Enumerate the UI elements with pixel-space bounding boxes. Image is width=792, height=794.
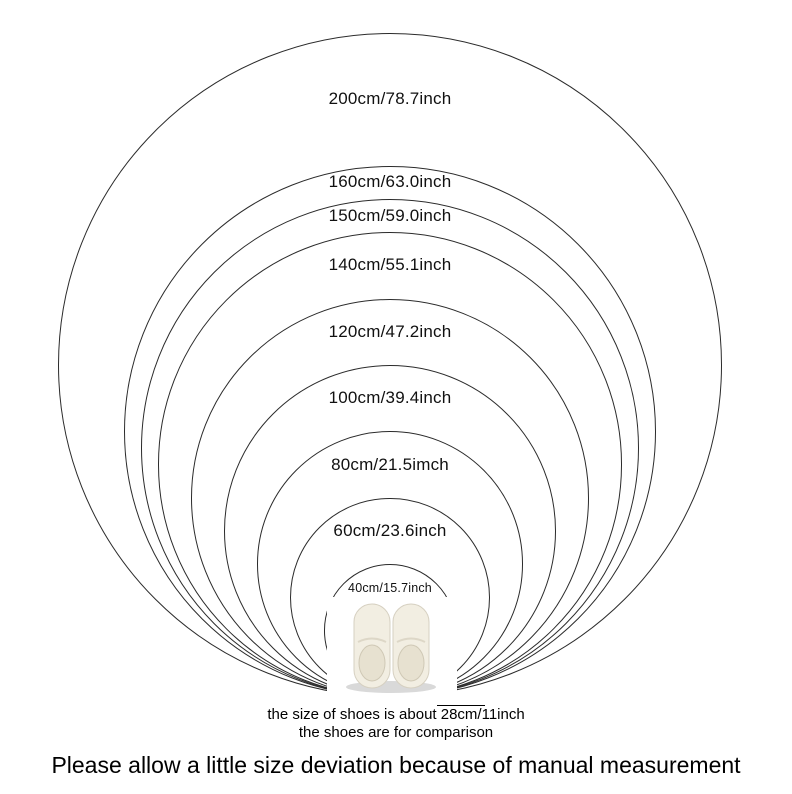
shoe-measure-line (437, 705, 485, 706)
slippers-image (327, 597, 457, 697)
size-label-60cm: 60cm/23.6inch (333, 521, 447, 540)
size-label-80cm: 80cm/21.5imch (331, 454, 449, 474)
size-label-120cm: 120cm/47.2inch (328, 321, 452, 341)
size-label-40cm: 40cm/15.7inch (348, 581, 432, 596)
size-label-140cm: 140cm/55.1inch (328, 255, 452, 275)
size-label-160cm: 160cm/63.0inch (328, 172, 452, 192)
size-label-150cm: 150cm/59.0inch (328, 205, 452, 225)
size-label-200cm: 200cm/78.7inch (328, 89, 452, 109)
slippers-icon (327, 597, 457, 697)
shoes-comparison-note: the shoes are for comparison (298, 724, 494, 741)
shoes-size-note: the size of shoes is about 28cm/11inch (267, 706, 525, 723)
size-label-100cm: 100cm/39.4inch (328, 388, 452, 408)
measurement-deviation-note: Please allow a little size deviation bec… (51, 752, 741, 778)
